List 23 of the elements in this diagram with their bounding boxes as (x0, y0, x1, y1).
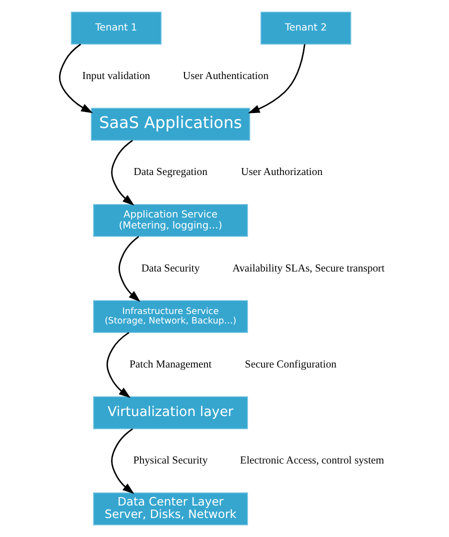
label: Electronic Access, control system (240, 454, 384, 467)
label: User Authorization (240, 166, 322, 178)
label: Secure Configuration (244, 358, 336, 370)
label: User Authentication (182, 70, 268, 82)
arrow (106, 332, 130, 398)
node-box: Virtualization layer (92, 396, 248, 430)
label: Physical Security (132, 454, 208, 467)
label: Input validation (82, 70, 150, 82)
arrow (110, 140, 134, 206)
arrow (58, 44, 92, 114)
node-box: SaaS Applications (90, 108, 250, 141)
label: Data Security (140, 262, 200, 274)
node-box: Tenant 2 (260, 12, 351, 45)
arrow (110, 428, 134, 494)
arrow (118, 236, 140, 302)
node-box: Infrastructure Service (Storage, Network, Backup…) (92, 300, 248, 334)
node-box: Data Center Layer Server, Disks, Network (92, 492, 248, 526)
node-box: Application Service (Metering, logging…) (92, 204, 248, 237)
label: Data Segregation (133, 166, 207, 178)
arrow (247, 44, 305, 114)
label: Patch Management (128, 358, 212, 370)
node-box: Tenant 1 (70, 12, 162, 45)
label: Availability SLAs, Secure transport (232, 262, 384, 274)
